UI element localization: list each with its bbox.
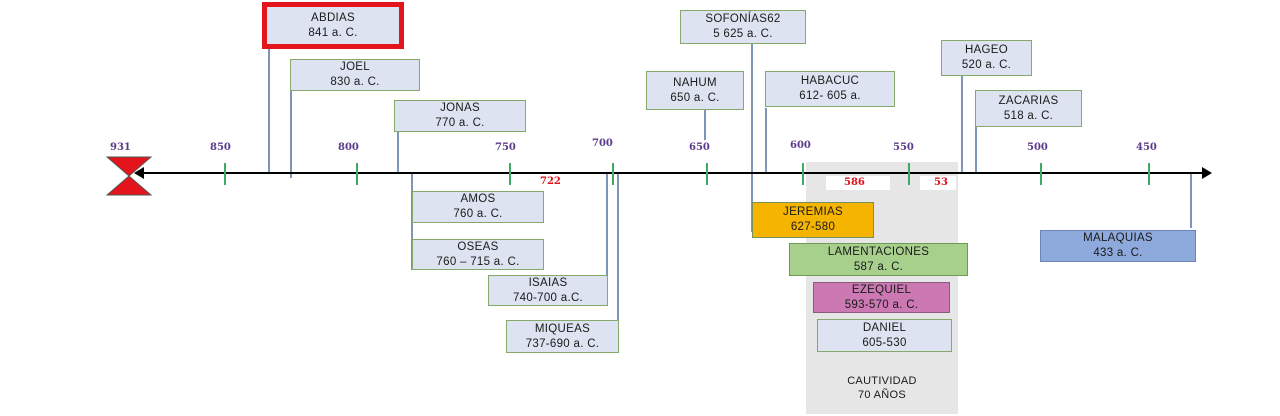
miqueas-connector [617,174,619,326]
prophet-date: 593-570 a. C. [844,298,919,311]
tick-450 [1148,163,1150,185]
prophet-name: HABACUC [800,75,860,87]
prophet-name: AMOS [460,193,496,205]
prophet-name: EZEQUIEL [851,283,912,296]
tick-label-550: 550 [893,142,914,153]
prophet-date: 518 a. C. [1003,109,1054,122]
captivity-label: CAUTIVIDAD 70 AÑOS [806,374,958,402]
prophet-name: ABDIAS [311,11,355,24]
prophet-box-oseas: OSEAS 760 – 715 a. C. [412,239,544,270]
tick-850 [224,163,226,185]
mark-722: 722 [540,176,561,187]
tick-label-800: 800 [338,142,359,153]
captivity-title: CAUTIVIDAD [847,375,917,387]
tick-600 [802,163,804,185]
prophet-date: 841 a. C. [308,26,358,39]
isaias-connector [606,174,608,304]
tick-label-500: 500 [1027,142,1048,153]
prophet-box-daniel: DANIEL 605-530 [817,319,952,352]
prophet-name: NAHUM [673,76,717,89]
tick-label-931: 931 [110,142,131,153]
prophet-box-habacuc: HABACUC 612- 605 a. [765,71,895,107]
abdias-connector [268,48,270,174]
tick-550 [908,163,910,185]
mark-53: 53 [934,177,948,188]
prophet-name: ZACARIAS [998,94,1059,107]
joel-connector [290,90,292,178]
malaquias-connector [1190,172,1192,228]
prophet-name: MALAQUIAS [1083,232,1153,244]
mark-586-patch [826,176,890,190]
tick-700 [612,163,614,185]
prophet-name: SOFONÍAS62 [705,13,781,25]
prophet-name: JEREMIAS [783,206,843,218]
mark-586: 586 [844,177,865,188]
prophet-name: LAMENTACIONES [827,245,930,258]
prophet-box-zacarias: ZACARIAS 518 a. C. [975,90,1082,127]
prophet-name: DANIEL [862,321,907,334]
prophet-date: 830 a. C. [330,76,380,88]
tick-label-750: 750 [495,142,516,153]
nahum-connector [704,110,706,140]
prophet-name: HAGEO [964,44,1009,56]
timeline-axis [140,172,1204,174]
prophet-box-abdias: ABDIAS 841 a. C. [262,2,404,49]
prophet-box-ezequiel: EZEQUIEL 593-570 a. C. [813,282,950,313]
zacarias-connector [975,126,977,172]
prophet-box-hageo: HAGEO 520 a. C. [941,40,1032,76]
hourglass-icon [106,156,152,196]
prophet-date: 605-530 [862,336,907,349]
prophet-date: 627-580 [790,221,836,233]
prophet-name: MIQUEAS [534,322,591,335]
axis-arrow-right-icon [1202,167,1212,179]
prophet-name: ISAIAS [528,276,568,289]
tick-label-850: 850 [210,142,231,153]
prophet-date: 612- 605 a. [799,90,861,102]
tick-650 [706,163,708,185]
prophet-date: 760 – 715 a. C. [436,255,520,268]
prophet-date: 760 a. C. [453,208,503,220]
prophet-name: OSEAS [457,240,499,253]
prophet-box-joel: JOEL 830 a. C. [290,59,420,91]
tick-750 [509,163,511,185]
axis-arrow-left-icon [134,167,144,179]
prophet-date: 433 a. C. [1093,247,1143,259]
prophet-name: JOEL [340,61,370,73]
prophet-box-jeremias: JEREMIAS 627-580 [752,202,874,238]
tick-800 [356,163,358,185]
prophet-box-jonas: JONAS 770 a. C. [394,100,526,132]
jonas-connector [397,131,399,173]
tick-label-700: 700 [592,138,613,149]
prophet-box-amos: AMOS 760 a. C. [412,191,544,223]
prophet-date: 740-700 a.C. [512,291,584,304]
tick-label-600: 600 [790,140,811,151]
prophet-date: 587 a. C. [853,260,904,273]
prophet-box-sofonias: SOFONÍAS62 5 625 a. C. [680,10,806,44]
prophet-box-malaquias: MALAQUIAS 433 a. C. [1040,230,1196,262]
tick-label-650: 650 [689,142,710,153]
prophet-box-miqueas: MIQUEAS 737-690 a. C. [506,320,619,353]
prophet-date: 650 a. C. [670,91,720,104]
prophet-name: JONAS [440,102,480,114]
sofonias-connector [751,44,753,232]
tick-label-450: 450 [1136,142,1157,153]
prophet-box-lamentaciones: LAMENTACIONES 587 a. C. [789,243,968,276]
prophet-box-nahum: NAHUM 650 a. C. [646,71,744,110]
prophet-date: 737-690 a. C. [525,337,600,350]
hageo-connector [961,76,963,172]
habacuc-connector [765,108,767,172]
captivity-duration: 70 AÑOS [858,389,906,401]
prophet-date: 5 625 a. C. [713,28,773,40]
mark-53-patch [920,176,956,190]
prophet-box-isaias: ISAIAS 740-700 a.C. [488,275,608,306]
prophet-date: 520 a. C. [961,59,1012,71]
tick-500 [1040,163,1042,185]
prophet-date: 770 a. C. [435,117,485,129]
